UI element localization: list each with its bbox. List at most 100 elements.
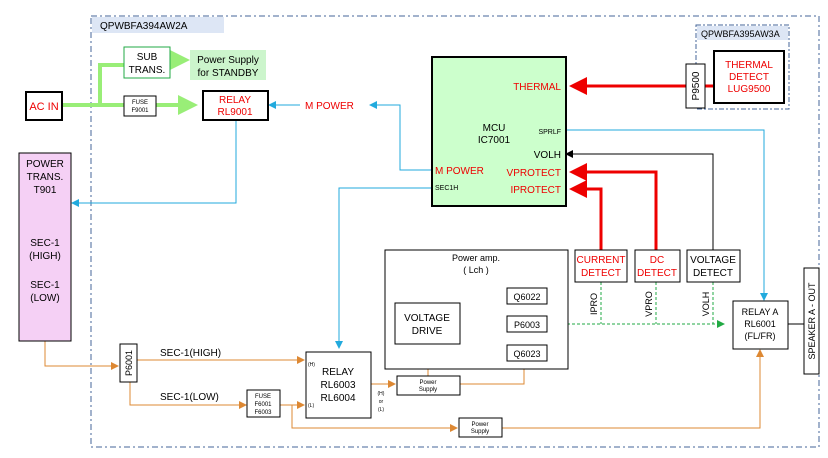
standby-block bbox=[190, 50, 266, 80]
current-detect-line-2: DETECT bbox=[581, 268, 621, 279]
wire-ac-to-subtrans bbox=[98, 63, 124, 105]
relay-rl6003-line-3: RL6004 bbox=[320, 393, 355, 404]
mcu-line-1: MCU bbox=[483, 123, 506, 134]
thermal-detect-line-2: DETECT bbox=[729, 72, 769, 83]
p9500-connector bbox=[685, 63, 706, 109]
wire-volh bbox=[565, 150, 714, 250]
relay-rl6003-line-2: RL6003 bbox=[320, 380, 355, 391]
power-trans-line-2: TRANS. bbox=[27, 172, 64, 183]
power-trans-line-1: POWER bbox=[26, 159, 64, 170]
dc-detect-line-2: DETECT bbox=[637, 268, 677, 279]
mcu-line-2: IC7001 bbox=[478, 135, 511, 146]
q6023-label: Q6023 bbox=[513, 349, 540, 359]
main-board-label: QPWBFA394AW2A bbox=[100, 21, 188, 32]
relay-a-line-1: RELAY A bbox=[742, 307, 779, 317]
voltage-drive-line-2: DRIVE bbox=[412, 326, 443, 337]
main-board-label-bg bbox=[92, 17, 224, 33]
thermal-detect-line-3: LUG9500 bbox=[728, 84, 771, 95]
mcu-pin-vprotect: VPROTECT bbox=[507, 168, 561, 179]
wire-sprlf bbox=[565, 129, 768, 301]
dc-detect-line-1: DC bbox=[650, 255, 664, 266]
p6001-label: P6001 bbox=[124, 350, 134, 376]
p9500-label: P9500 bbox=[691, 71, 702, 100]
q6022-block bbox=[506, 287, 548, 305]
power-trans-line-9: (LOW) bbox=[30, 293, 59, 304]
ac-in-label: AC IN bbox=[29, 101, 58, 113]
current-detect-block bbox=[574, 249, 628, 283]
fuse-f6001-line-3: F6003 bbox=[254, 410, 272, 416]
wire-mcu-mpower bbox=[369, 101, 432, 171]
sub-trans-line-1: SUB bbox=[137, 52, 158, 63]
sub-trans-block bbox=[123, 46, 171, 79]
relay-rl6003-block bbox=[305, 351, 372, 419]
volh-signal-label: VOLH bbox=[701, 292, 711, 317]
power-trans-line-8: SEC-1 bbox=[30, 280, 60, 291]
mcu-pin-m-power: M POWER bbox=[435, 166, 484, 177]
relay-rl9001-line-2: RL9001 bbox=[217, 107, 252, 118]
relay-hol-line-1: (H) bbox=[378, 391, 385, 397]
p6001-connector bbox=[119, 343, 138, 383]
voltage-drive-line-1: VOLTAGE bbox=[404, 313, 450, 324]
sec1-low-label: SEC-1(LOW) bbox=[160, 392, 219, 403]
ipro-label: IPRO bbox=[589, 293, 599, 315]
current-detect-line-1: CURRENT bbox=[577, 255, 626, 266]
q6022-label: Q6022 bbox=[513, 292, 540, 302]
voltage-detect-line-2: DETECT bbox=[693, 268, 733, 279]
power-supply-2-line-1: Power bbox=[471, 422, 488, 428]
power-supply-1-line-2: Supply bbox=[419, 387, 437, 393]
speaker-label: SPEAKER A - OUT bbox=[807, 282, 817, 360]
fuse-f6001-line-2: F6001 bbox=[254, 402, 272, 408]
power-trans-block bbox=[18, 152, 72, 342]
relay-rl9001-block bbox=[202, 90, 269, 121]
wire-relay-to-trans bbox=[71, 120, 237, 207]
standby-line-1: Power Supply bbox=[197, 55, 259, 66]
thermal-detect-line-1: THERMAL bbox=[725, 60, 773, 71]
mcu-pin-thermal: THERMAL bbox=[513, 82, 561, 93]
power-trans-text: POWER TRANS. T901 SEC-1 (HIGH) SEC-1 (LO… bbox=[26, 159, 64, 304]
voltage-detect-block bbox=[686, 249, 741, 283]
power-supply-2-line-2: Supply bbox=[471, 429, 489, 435]
power-trans-line-5: SEC-1 bbox=[30, 238, 60, 249]
relay-h-label: (H) bbox=[308, 362, 315, 368]
wire-iprotect bbox=[569, 180, 603, 250]
fuse-f9001-block bbox=[123, 95, 157, 117]
power-trans-line-6: (HIGH) bbox=[29, 251, 61, 262]
mcu-pin-sec1h: SEC1H bbox=[435, 185, 458, 192]
power-amp-line-2: ( Lch ) bbox=[463, 265, 489, 275]
power-trans-line-3: T901 bbox=[34, 185, 57, 196]
relay-hol-line-2: or bbox=[379, 399, 384, 405]
wire-ps2-to-relay-a bbox=[502, 349, 764, 429]
fuse-f6001-line-1: FUSE bbox=[255, 394, 271, 400]
p6003-label: P6003 bbox=[514, 320, 540, 330]
thermal-board-label-bg bbox=[697, 26, 788, 40]
vpro-label: VPRO bbox=[644, 291, 654, 317]
power-supply-1-line-1: Power bbox=[419, 380, 436, 386]
sub-trans-line-2: TRANS. bbox=[129, 65, 166, 76]
m-power-label: M POWER bbox=[305, 101, 354, 112]
thermal-detect-block bbox=[713, 50, 785, 104]
sec1-high-label: SEC-1(HIGH) bbox=[160, 348, 221, 359]
q6023-block bbox=[506, 344, 548, 362]
voltage-drive-block bbox=[394, 302, 461, 345]
wire-sec1h bbox=[335, 187, 432, 349]
relay-hol-line-3: (L) bbox=[378, 407, 384, 413]
power-supply-2-block bbox=[458, 417, 503, 438]
relay-rl6003-line-1: RELAY bbox=[322, 367, 354, 378]
wire-vprotect bbox=[569, 163, 658, 250]
relay-rl9001-line-1: RELAY bbox=[219, 95, 251, 106]
mcu-pin-volh: VOLH bbox=[534, 150, 561, 161]
mcu-block bbox=[431, 56, 567, 207]
fuse-f6001-block bbox=[246, 389, 281, 418]
mcu-pin-sprlf: SPRLF bbox=[538, 129, 561, 136]
fuse-f9001-line-1: FUSE bbox=[132, 100, 148, 106]
thermal-board-label: QPWBFA395AW3A bbox=[701, 29, 780, 39]
relay-a-line-2: RL6001 bbox=[744, 319, 776, 329]
main-board-outline bbox=[90, 15, 820, 448]
relay-a-block bbox=[732, 300, 789, 350]
ac-in-block bbox=[25, 91, 63, 121]
voltage-detect-line-1: VOLTAGE bbox=[690, 255, 736, 266]
speaker-block bbox=[803, 267, 820, 375]
wire-fuse-to-ps2 bbox=[291, 405, 458, 432]
wire-sec1-low bbox=[129, 374, 247, 409]
power-amp-line-1: Power amp. bbox=[452, 253, 500, 263]
